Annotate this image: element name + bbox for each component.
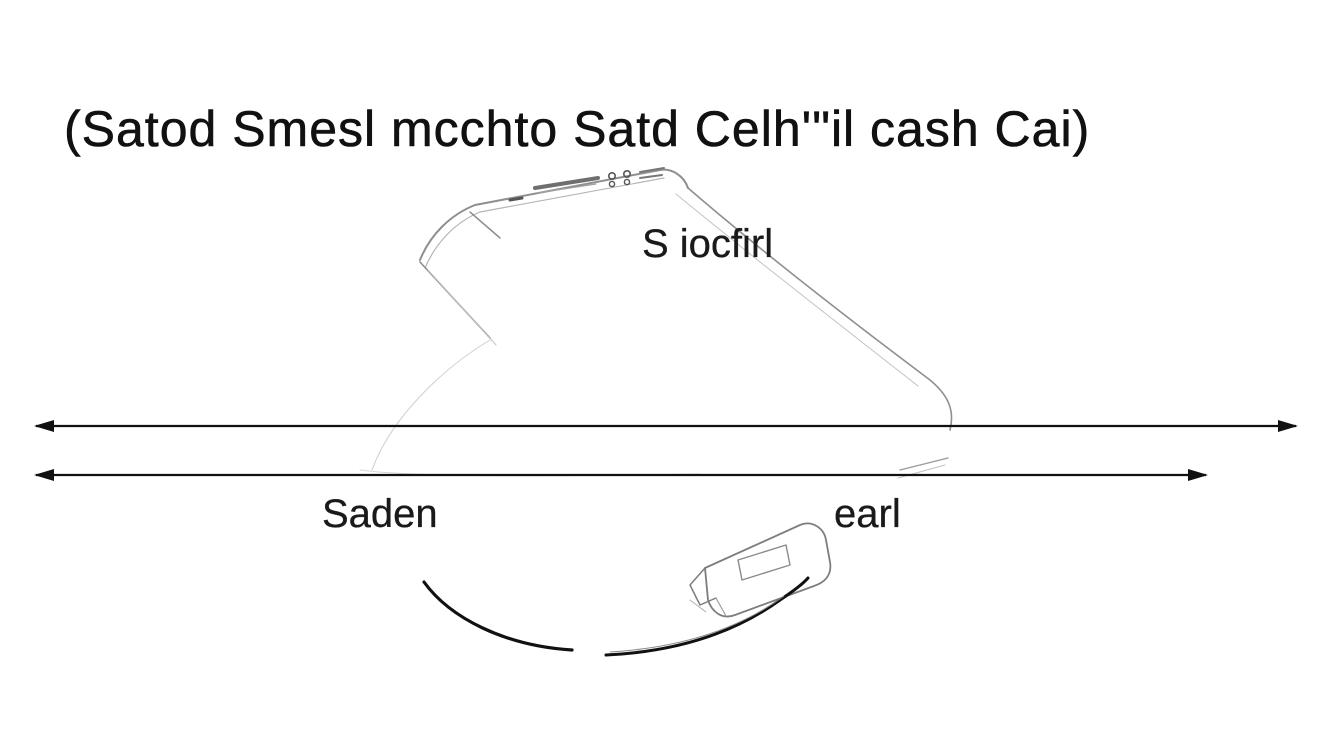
circle-arc-right xyxy=(604,576,810,657)
circle-arc-left xyxy=(422,580,574,652)
label-top: S iocfirl xyxy=(642,222,774,266)
label-right: earl xyxy=(834,492,901,536)
card-sketch-icon xyxy=(689,522,832,618)
diagram-title: (Satod Smesl mcchto Satd Celh'"il cash C… xyxy=(64,101,1091,158)
phone-sketch-icon xyxy=(359,167,953,479)
label-left: Saden xyxy=(322,492,438,536)
